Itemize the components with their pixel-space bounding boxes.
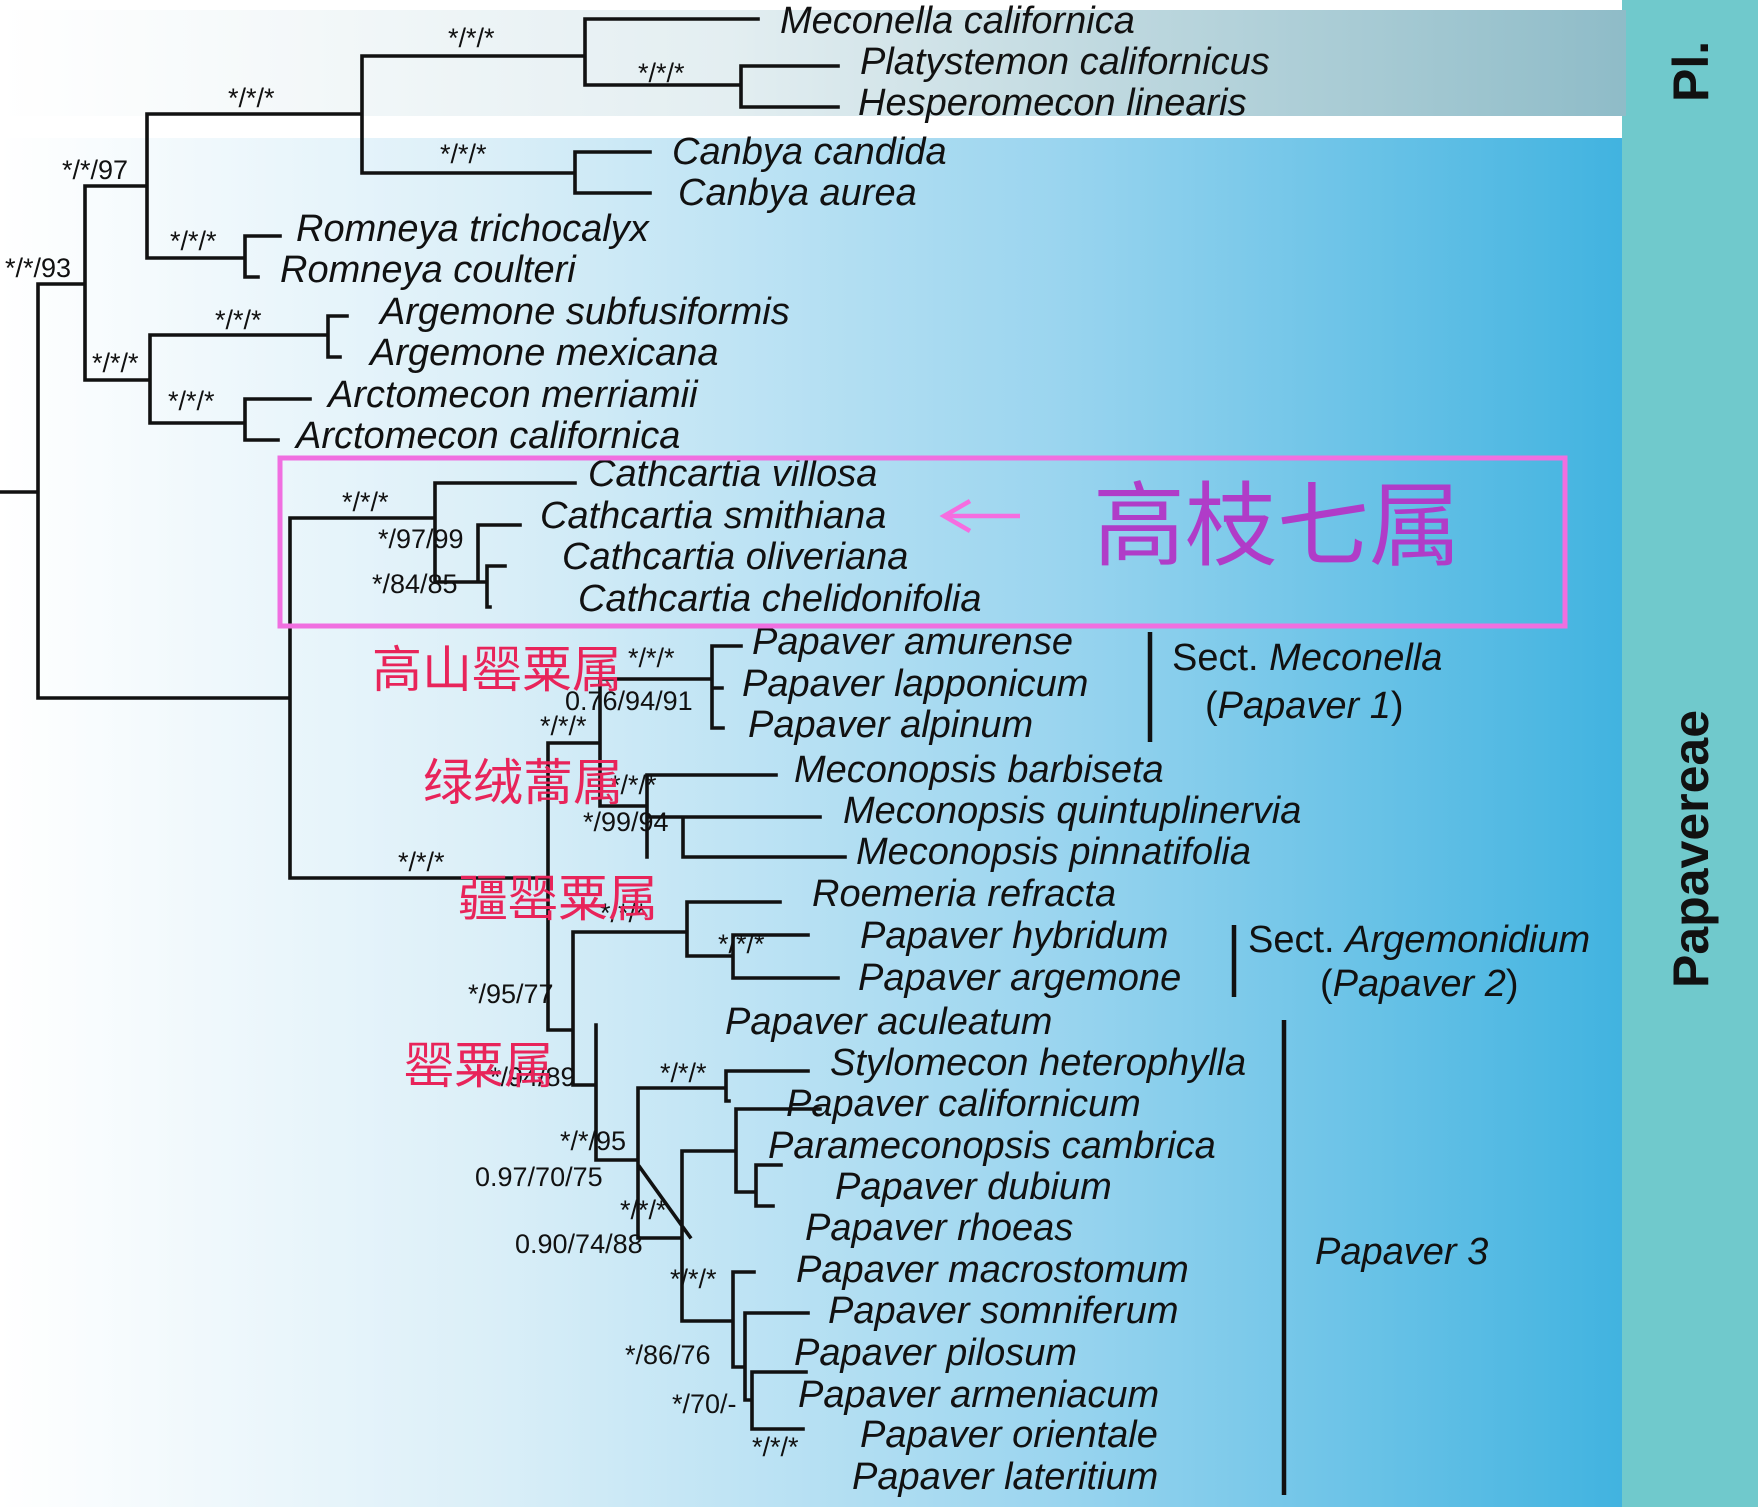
- taxon-label: Papaver macrostomum: [796, 1249, 1189, 1291]
- arrow-icon: [939, 499, 1020, 533]
- chinese-label-meconopsis: 绿绒蒿属: [423, 754, 623, 812]
- pl-band: [0, 10, 1622, 116]
- taxon-label: Cathcartia smithiana: [540, 495, 886, 537]
- taxon-label: Papaver hybridum: [860, 915, 1168, 957]
- taxon-label: Papaver somniferum: [828, 1290, 1179, 1332]
- taxon-label: Meconopsis pinnatifolia: [856, 831, 1251, 873]
- taxon-label: Parameconopsis cambrica: [768, 1125, 1216, 1167]
- support-value: 0.90/74/88: [515, 1229, 643, 1259]
- support-value: */*/*: [628, 643, 675, 673]
- taxon-label: Papaver pilosum: [794, 1332, 1077, 1374]
- taxon-label: Canbya candida: [672, 131, 947, 173]
- taxon-label: Meconopsis barbiseta: [794, 749, 1164, 791]
- chinese-label-cathcartia: 高枝七属: [1093, 473, 1461, 580]
- taxon-label: Arctomecon merriamii: [326, 374, 699, 416]
- taxon-label: Argemone mexicana: [368, 332, 719, 374]
- support-value: */*/*: [170, 226, 217, 256]
- support-value: 0.76/94/91: [565, 686, 693, 716]
- band-label-papavereae: Papavereae: [1663, 710, 1719, 988]
- support-value: */*/*: [342, 487, 389, 517]
- clade-label-argemonidium: Sect. Argemonidium: [1248, 919, 1590, 961]
- support-value: */*/*: [398, 847, 445, 877]
- support-value: */*/*: [670, 1264, 717, 1294]
- taxon-label: Papaver argemone: [858, 957, 1181, 999]
- support-value: */70/-: [672, 1389, 737, 1419]
- taxon-label: Papaver aculeatum: [725, 1001, 1052, 1043]
- chinese-label-papaver: 罂粟属: [404, 1037, 554, 1095]
- support-value: */*/*: [448, 23, 495, 53]
- taxon-label: Canbya aurea: [678, 172, 917, 214]
- taxon-label: Papaver orientale: [860, 1414, 1158, 1456]
- taxon-label: Meconella californica: [780, 0, 1135, 42]
- support-value: */99/94: [583, 807, 669, 837]
- taxon-label: Papaver rhoeas: [805, 1207, 1073, 1249]
- tree-branches: [0, 17, 847, 1431]
- support-value: */*/93: [5, 253, 71, 283]
- clade-label-papaver3: Papaver 3: [1315, 1231, 1488, 1273]
- support-value: */*/*: [718, 929, 765, 959]
- taxon-label: Hesperomecon linearis: [858, 82, 1247, 124]
- taxon-label: Arctomecon californica: [294, 415, 680, 457]
- taxon-label: Papaver californicum: [786, 1083, 1141, 1125]
- chinese-label-alpine: 高山罂粟属: [372, 641, 622, 699]
- taxon-label: Papaver dubium: [835, 1166, 1112, 1208]
- cathcartia-highlight-box: [277, 455, 1568, 629]
- support-value: 0.97/70/75: [475, 1162, 603, 1192]
- support-value: */*/*: [440, 139, 487, 169]
- taxon-label: Platystemon californicus: [860, 41, 1270, 83]
- support-value: */*/*: [168, 386, 215, 416]
- support-value: */*/*: [540, 711, 587, 741]
- clade-label-papaver1: (Papaver 1): [1205, 685, 1404, 727]
- clade-label-papaver2: (Papaver 2): [1320, 963, 1519, 1005]
- taxon-label: Cathcartia chelidonifolia: [578, 578, 981, 620]
- taxon-label: Papaver lateritium: [852, 1456, 1158, 1498]
- taxon-label: Papaver armeniacum: [798, 1374, 1159, 1416]
- support-value: */86/76: [625, 1340, 711, 1370]
- support-value: */84/85: [372, 569, 458, 599]
- band-label-pl: Pl.: [1663, 41, 1719, 102]
- taxon-label: Cathcartia oliveriana: [562, 536, 908, 578]
- taxon-label: Roemeria refracta: [812, 873, 1116, 915]
- support-value: */95/77: [468, 979, 554, 1009]
- support-value: */*/*: [92, 348, 139, 378]
- taxon-label: Papaver lapponicum: [742, 663, 1088, 705]
- taxon-label: Meconopsis quintuplinervia: [843, 790, 1301, 832]
- support-value: */*/*: [752, 1432, 799, 1462]
- support-value: */97/99: [378, 524, 464, 554]
- papavereae-band: [0, 138, 1622, 1507]
- support-value: */*/*: [620, 1195, 667, 1225]
- chinese-label-roemeria: 疆罂粟属: [458, 870, 658, 928]
- support-value: */*/*: [638, 58, 685, 88]
- support-value: */*/*: [660, 1058, 707, 1088]
- taxon-label: Romneya coulteri: [280, 249, 577, 291]
- taxon-labels: Meconella californica Platystemon califo…: [280, 0, 1301, 1498]
- clade-label-meconella: Sect. Meconella: [1172, 637, 1442, 679]
- clade-annotations: Sect. Meconella (Papaver 1) Sect. Argemo…: [1147, 632, 1590, 1495]
- taxon-label: Stylomecon heterophylla: [830, 1042, 1246, 1084]
- taxon-label: Romneya trichocalyx: [296, 208, 651, 250]
- support-value: */*/*: [228, 83, 275, 113]
- support-value: */94/89: [490, 1062, 576, 1092]
- support-value: */*/*: [610, 770, 657, 800]
- taxon-label: Argemone subfusiformis: [378, 291, 790, 333]
- support-value: */*/*: [215, 305, 262, 335]
- support-value: */*/*: [600, 898, 647, 928]
- support-value: */*/97: [62, 155, 128, 185]
- taxon-label: Papaver alpinum: [748, 704, 1033, 746]
- support-values: */*/* */*/* */*/* */*/97 */*/* */*/93 */…: [5, 23, 799, 1462]
- support-value: */*/95: [560, 1126, 626, 1156]
- right-strip: [1622, 0, 1758, 1507]
